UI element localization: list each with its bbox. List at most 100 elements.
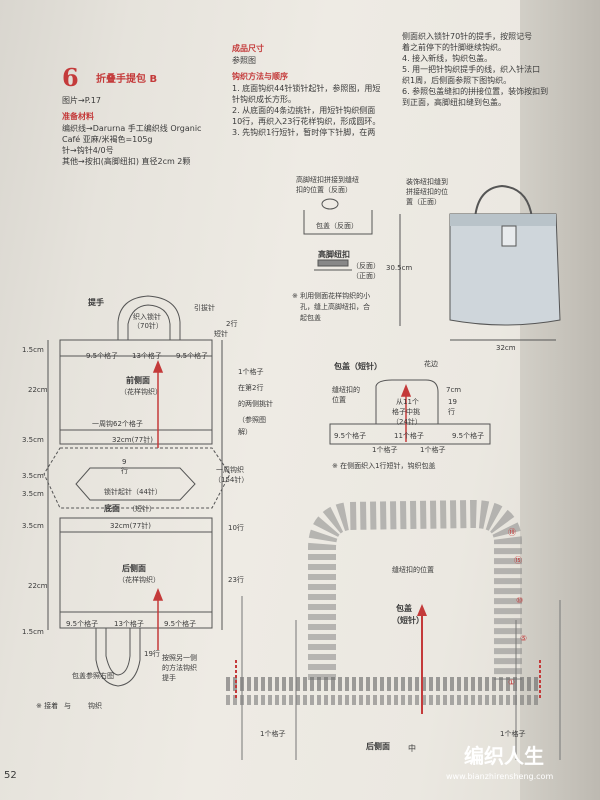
method-cont-3: 4. 接入新线，钩织包盖。 xyxy=(402,54,493,63)
method-step2b: 10行，再织入23行花样钩织，形成圆环。 xyxy=(232,117,381,126)
chart-cell-right: 1个格子 xyxy=(500,730,526,738)
flap-7cm: 7cm xyxy=(446,386,462,394)
bag-label-1: 装饰纽扣缝到 xyxy=(406,178,448,186)
side-note-1: 1个格子 xyxy=(238,368,264,376)
button-title: 高脚纽扣 xyxy=(318,250,350,259)
front-gap-left: 9.5个格子 xyxy=(86,352,119,360)
rows-23: 23行 xyxy=(228,576,244,584)
other-side-3: 提手 xyxy=(162,674,176,682)
flap-gap-right: 9.5个格子 xyxy=(452,432,485,440)
flap-ref: 包盖参照右图 xyxy=(72,672,114,680)
materials-yarn2: Café 亚麻/米褐色=105g xyxy=(62,135,153,144)
flap-gap-left: 9.5个格子 xyxy=(334,432,367,440)
chart-row-1: ① xyxy=(508,678,516,687)
bag-label-2: 拼接纽扣的位 xyxy=(406,188,448,196)
watermark-title: 编织人生 xyxy=(464,744,544,768)
flap-note: ※ 在侧面织入1行短针，钩织包盖 xyxy=(332,462,436,470)
side-note-4: （参照图 xyxy=(238,416,266,424)
back-arrow-head xyxy=(152,587,164,601)
flap-sew-pos-2: 位置 xyxy=(332,396,346,404)
flap-pick-1: 从11个 xyxy=(396,398,419,406)
dim-1-5cm: 1.5cm xyxy=(22,346,44,354)
dim-22cm-back: 22cm xyxy=(28,582,48,590)
button-top-1: 高脚纽扣拼接到缝纽 xyxy=(296,176,359,184)
method-step3: 3. 先钩织1行短针，暂时停下针脚，在两 xyxy=(232,128,376,137)
flap-pick-2: 格子中挑 xyxy=(392,408,420,416)
chart-row-10: ⑩ xyxy=(516,596,524,605)
method-cont-2: 着之前停下的针脚继续钩织。 xyxy=(402,43,506,52)
rows-10: 10行 xyxy=(228,524,244,532)
legend-prefix: ※ 接着 xyxy=(36,702,59,710)
round-note: 一周钩62个格子 xyxy=(92,420,143,428)
dim-1-5cm-b: 1.5cm xyxy=(22,628,44,636)
flap-reverse-outline xyxy=(303,210,373,235)
bag-width: 32cm xyxy=(496,344,516,352)
button-note-2: 孔，缝上高脚纽扣，合 xyxy=(300,303,370,311)
front-panel-sub: （花样钩织） xyxy=(120,388,162,396)
back-gap-right: 9.5个格子 xyxy=(164,620,197,628)
flap-one-b: 1个格子 xyxy=(420,446,446,454)
pattern-title: 折叠手提包 B xyxy=(96,74,158,85)
page-number: 52 xyxy=(4,770,17,781)
bottom-panel xyxy=(75,467,196,501)
size-heading: 成品尺寸 xyxy=(232,44,264,53)
method-step1b: 针钩织成长方形。 xyxy=(232,95,296,104)
method-heading: 钩织方法与顺序 xyxy=(232,72,288,81)
back-handle-inner xyxy=(105,628,131,676)
back-panel-sub: （花样钩织） xyxy=(118,576,160,584)
chart-center-label: 中 xyxy=(408,744,416,753)
side-note-3: 的两侧挑针 xyxy=(238,400,273,408)
pick-chain-label: 引拔针 xyxy=(194,304,215,312)
back-handle-outline xyxy=(95,628,141,687)
side-note-2: 在第2行 xyxy=(238,384,264,392)
back-panel-name: 后侧面 xyxy=(122,564,146,573)
materials-needles: 针→钩针4/0号 xyxy=(62,146,114,155)
round-154-1: 一周钩织 xyxy=(216,466,244,474)
back-gap-middle: 13个格子 xyxy=(114,620,144,628)
front-handle-outline xyxy=(117,295,181,340)
chart-sew-pos: 缝纽扣的位置 xyxy=(392,566,434,574)
round-154-2: （154针） xyxy=(214,476,249,484)
button-note-3: 起包盖 xyxy=(300,314,321,322)
button-reverse: （反面） xyxy=(352,262,380,270)
chart-row-19: ⑲ xyxy=(508,528,516,537)
bottom-panel-sub: （短针） xyxy=(128,505,156,513)
bag-label-3: 置（正面） xyxy=(406,198,441,206)
front-arrow-head xyxy=(152,359,164,373)
button-note-1: ※ 利用侧面花样钩织的小 xyxy=(292,292,371,300)
chart-cell-left: 1个格子 xyxy=(260,730,286,738)
button-side-view xyxy=(317,259,349,267)
flap-reverse-label: 包盖（反面） xyxy=(316,222,358,230)
photo-ref: 图片→P.17 xyxy=(62,96,102,105)
method-cont-4: 5. 用一把针钩织提手的线，织入针法口 xyxy=(402,65,541,74)
crochet-chart xyxy=(226,499,561,760)
watermark-url: www.bianzhirensheng.com xyxy=(446,772,554,781)
rows-19: 19行 xyxy=(144,650,160,658)
back-bottom-band xyxy=(59,611,213,629)
legend-mid: 与 xyxy=(64,702,71,710)
front-panel-name: 前侧面 xyxy=(126,376,150,385)
method-cont-6: 6. 参照包盖缝扣的拼接位置，装饰按扣到 xyxy=(402,87,549,96)
dim-3-5cm-b: 3.5cm xyxy=(22,472,44,480)
flap-pick-3: （24针） xyxy=(392,418,422,426)
bag-height: 30.5cm xyxy=(386,264,413,272)
flap-sew-pos-1: 缝纽扣的 xyxy=(332,386,360,394)
legend-suffix: 钩织 xyxy=(88,702,102,710)
dim-3-5cm-a: 3.5cm xyxy=(22,436,44,444)
front-gap-right: 9.5个格子 xyxy=(176,352,209,360)
button-top-2: 扣的位置（反面） xyxy=(296,186,352,194)
short-stitch-label: 短针 xyxy=(214,330,228,338)
bottom-round xyxy=(43,447,231,509)
front-gap-middle: 13个格子 xyxy=(132,352,162,360)
handle-label: 提手 xyxy=(88,298,104,307)
width-32cm: 32cm(77针) xyxy=(112,436,153,444)
other-side-2: 的方法钩织 xyxy=(162,664,197,672)
side-note-5: 解） xyxy=(238,428,252,436)
dim-3-5cm-d: 3.5cm xyxy=(22,522,44,530)
chart-row-5: ⑤ xyxy=(520,634,528,643)
size-value: 参照图 xyxy=(232,56,256,65)
other-side-1: 按照另一侧 xyxy=(162,654,197,662)
